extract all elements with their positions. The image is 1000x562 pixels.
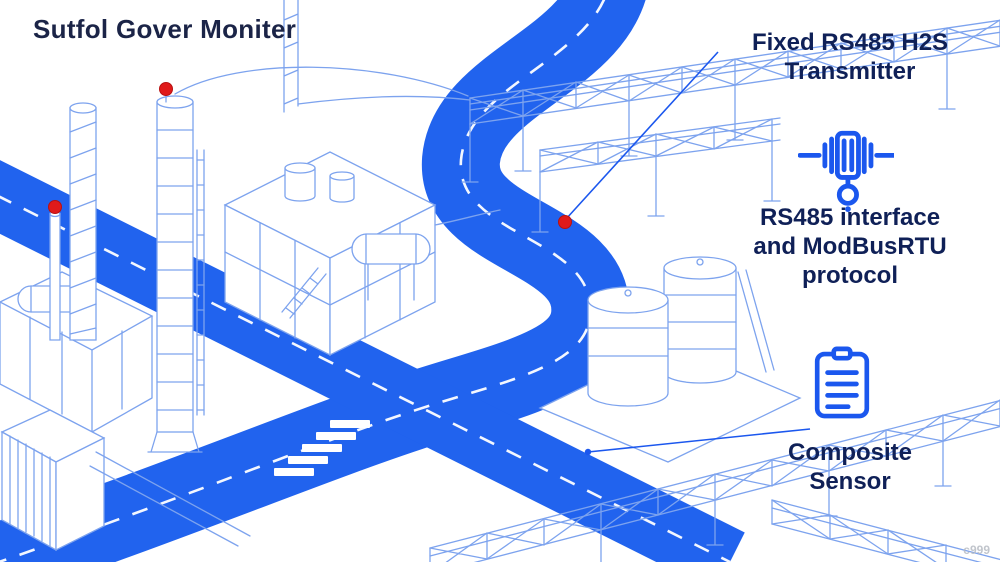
callout-interface-line3: protocol <box>802 262 898 289</box>
process-unit-center <box>223 151 501 357</box>
crosswalk <box>274 420 370 476</box>
pipe-rack-corner <box>771 499 1000 562</box>
callout-transmitter-line1: Fixed RS485 H2S <box>751 29 949 56</box>
pipe-rack-mid <box>531 117 781 233</box>
distillation-column <box>147 89 205 453</box>
callout-transmitter-line2: Transmitter <box>784 58 916 85</box>
storage-tanks <box>538 256 802 463</box>
pipe-lattice <box>174 0 471 113</box>
callout-sensor-line2: Sensor <box>809 468 891 495</box>
callout-interface-line2: and ModBusRTU <box>753 233 947 260</box>
sensor-markers <box>48 82 572 229</box>
composite-sensor-document-icon <box>814 346 870 419</box>
spiral-chimney <box>49 102 97 341</box>
callout-sensor-line1: Composite <box>787 439 912 466</box>
marker-road-transmitter <box>558 215 572 229</box>
marker-column-top <box>159 82 173 96</box>
callout-interface: RS485 interface and ModBusRTU protocol <box>700 203 1000 290</box>
page-title: Sutfol Gover Moniter <box>33 14 297 44</box>
pipe-rack-top <box>461 19 1000 183</box>
rs485-transmitter-icon <box>798 130 894 212</box>
marker-flare-pipe <box>48 200 62 214</box>
callout-sensor: Composite Sensor <box>700 438 1000 496</box>
warehouse <box>0 409 251 552</box>
callout-interface-line1: RS485 interface <box>759 204 941 231</box>
pipe-rack-bottom <box>429 399 1000 562</box>
callout-transmitter: Fixed RS485 H2S Transmitter <box>700 28 1000 86</box>
watermark: c999 <box>963 543 990 557</box>
callout-connectors <box>565 51 811 456</box>
